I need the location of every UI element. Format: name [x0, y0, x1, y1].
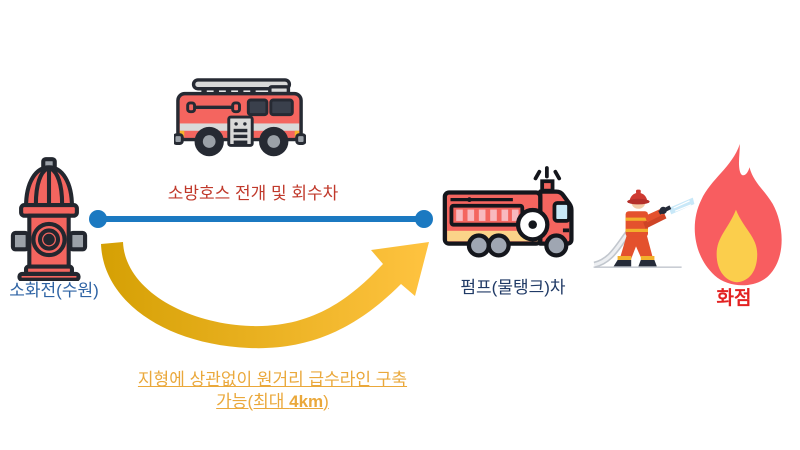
fire-point-label: 화점	[716, 288, 752, 309]
note-line-2-bold: 4km	[289, 392, 324, 411]
pump-truck-label: 펌프(물탱크)차	[460, 278, 566, 297]
note-line-2-suffix: )	[323, 392, 329, 411]
hose-truck-label: 소방호스 전개 및 회수차	[167, 184, 339, 203]
note-line-2-prefix: 가능(최대	[216, 392, 290, 411]
supply-note: 지형에 상관없이 원거리 급수라인 구축 가능(최대 4km)	[85, 369, 460, 413]
note-line-1: 지형에 상관없이 원거리 급수라인 구축	[137, 370, 408, 389]
flame-icon	[694, 144, 782, 286]
supply-arrow	[101, 242, 429, 349]
hydrant-label: 소화전(수원)	[9, 281, 99, 300]
fire-truck-icon	[174, 78, 306, 157]
firefighter-spraying-icon	[593, 189, 695, 268]
fire-hydrant-icon	[10, 157, 88, 281]
pump-truck-icon	[442, 166, 574, 258]
hose-line-connector	[89, 210, 433, 228]
